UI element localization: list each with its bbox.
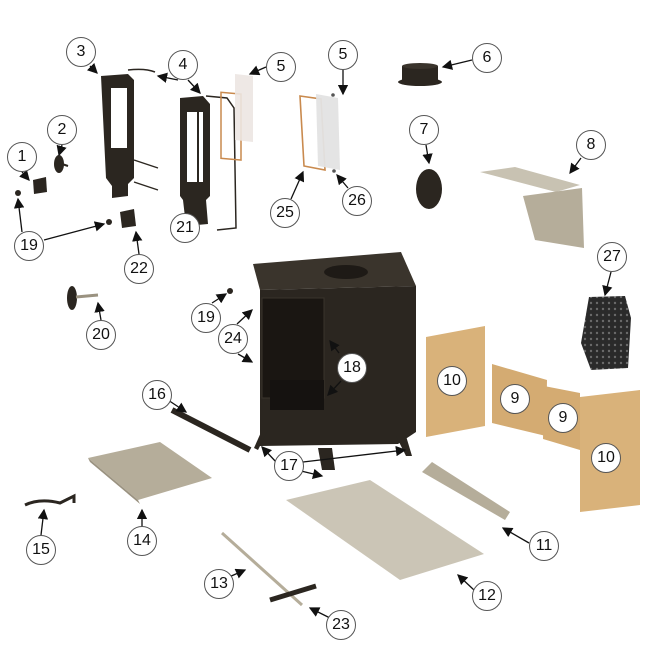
callout-10: 10 xyxy=(591,443,621,473)
callout-4: 4 xyxy=(168,50,198,80)
part-log-retainer xyxy=(170,407,252,453)
callout-14: 14 xyxy=(127,526,157,556)
part-riddling-spindle xyxy=(269,583,317,603)
part-glass-set-lower xyxy=(299,93,340,173)
part-flue-collar xyxy=(398,63,442,86)
part-ashpan-tool xyxy=(24,493,76,507)
part-baffle xyxy=(480,167,584,248)
leader-lines xyxy=(13,59,613,619)
callout-18: 18 xyxy=(337,353,367,383)
callout-20: 20 xyxy=(86,320,116,350)
part-ashpan-handle-plate xyxy=(33,177,47,194)
part-door-handle-plate xyxy=(120,209,136,228)
callout-6: 6 xyxy=(472,43,502,73)
callout-11: 11 xyxy=(529,531,559,561)
callout-9: 9 xyxy=(500,384,530,414)
callout-9: 9 xyxy=(548,403,578,433)
part-screw xyxy=(15,190,21,196)
callout-5: 5 xyxy=(266,52,296,82)
callout-13: 13 xyxy=(204,569,234,599)
callout-16: 16 xyxy=(142,380,172,410)
callout-8: 8 xyxy=(576,130,606,160)
part-door xyxy=(180,95,237,231)
part-air-control-knob xyxy=(54,155,69,173)
callout-21: 21 xyxy=(170,213,200,243)
callout-1: 1 xyxy=(7,142,37,172)
part-screw xyxy=(106,219,112,225)
callout-24: 24 xyxy=(218,324,248,354)
callout-27: 27 xyxy=(597,242,627,272)
callout-15: 15 xyxy=(26,535,56,565)
callout-3: 3 xyxy=(66,37,96,67)
part-door-handle xyxy=(67,286,99,310)
callout-12: 12 xyxy=(472,581,502,611)
callout-7: 7 xyxy=(409,115,439,145)
callout-25: 25 xyxy=(270,198,300,228)
callout-23: 23 xyxy=(326,610,356,640)
part-ashpan xyxy=(88,442,212,504)
callout-19: 19 xyxy=(14,231,44,261)
part-grate-bars xyxy=(286,480,484,580)
callout-10: 10 xyxy=(437,366,467,396)
part-door-frame xyxy=(101,68,159,198)
part-glass-set-upper xyxy=(220,74,253,161)
part-stove-body xyxy=(253,252,416,470)
part-stove-glove xyxy=(581,296,631,370)
callout-5: 5 xyxy=(328,40,358,70)
part-blanking-plate xyxy=(416,169,442,209)
callout-2: 2 xyxy=(47,115,77,145)
callout-26: 26 xyxy=(342,186,372,216)
callout-19: 19 xyxy=(191,303,221,333)
callout-22: 22 xyxy=(124,254,154,284)
part-screw xyxy=(227,288,233,294)
part-grate-rail xyxy=(422,462,510,520)
callout-17: 17 xyxy=(274,451,304,481)
